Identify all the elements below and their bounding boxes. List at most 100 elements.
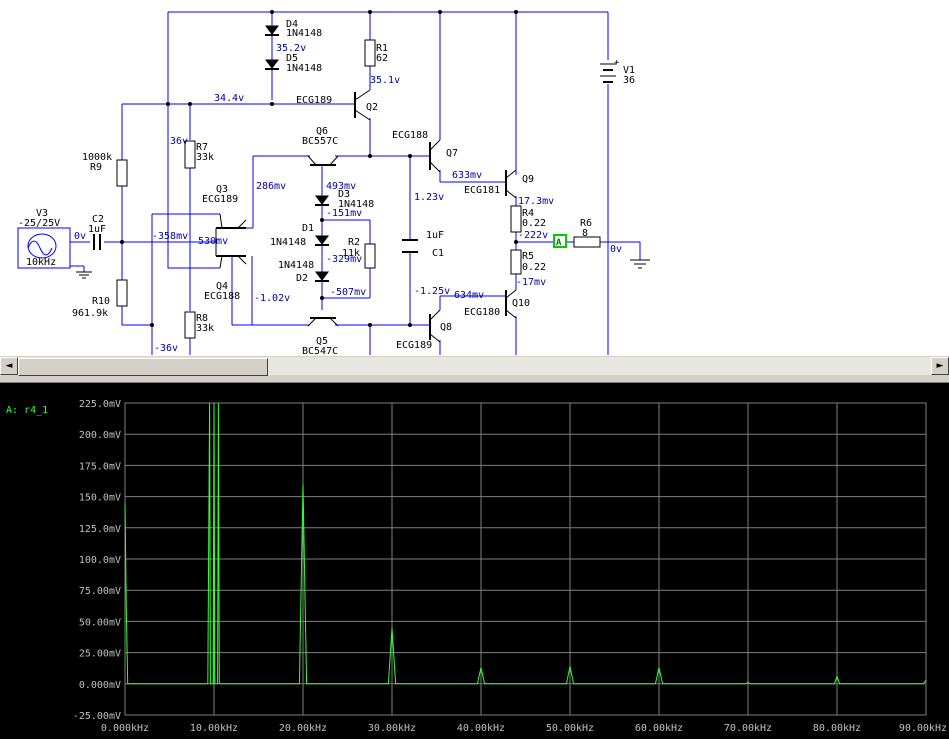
voltage-493mv: 493mv: [326, 181, 356, 192]
label-q2-model: ECG189: [296, 95, 332, 106]
label-d1-model: 1N4148: [270, 237, 306, 248]
label-r4-value: 0.22: [522, 218, 546, 229]
y-tick-label: 225.0mV: [79, 399, 121, 410]
y-tick-label: 75.00mV: [79, 586, 121, 597]
plot-traces: [124, 402, 927, 685]
label-d3-model: 1N4148: [338, 199, 374, 210]
transistor-q10-symbol: [505, 289, 517, 319]
label-c1-value: 1uF: [426, 230, 444, 241]
x-tick-label: 90.00kHz: [899, 723, 947, 734]
voltage-0v-input: 0v: [74, 231, 86, 242]
y-tick-label: 50.00mV: [79, 617, 121, 628]
scroll-right-button[interactable]: ►: [931, 357, 949, 375]
x-tick-label: 60.00kHz: [635, 723, 683, 734]
label-q3-model: ECG189: [202, 194, 238, 205]
transistor-q2-symbol: [354, 89, 371, 121]
transistor-q7-symbol: [429, 139, 441, 173]
diode-d5-symbol: [265, 59, 279, 70]
transistor-q8-symbol: [429, 309, 441, 343]
label-c2-name: C2: [92, 214, 104, 225]
label-r5-value: 0.22: [522, 262, 546, 273]
label-d5-model: 1N4148: [286, 63, 322, 74]
diode-d1-symbol: [315, 235, 329, 246]
x-tick-label: 40.00kHz: [457, 723, 505, 734]
label-r10-name: R10: [92, 296, 110, 307]
voltage-286mv: 286mv: [256, 181, 286, 192]
label-r6-name: R6: [580, 218, 592, 229]
label-c1-name: C1: [432, 248, 444, 259]
voltage-neg1-02: -1.02v: [254, 293, 290, 304]
scrollbar-thumb[interactable]: [18, 358, 268, 376]
y-axis-tick-labels: 225.0mV200.0mV175.0mV150.0mV125.0mV100.0…: [73, 399, 121, 722]
resistor-r4-symbol: [510, 205, 522, 233]
circuit-components: [17, 10, 650, 343]
x-tick-label: 20.00kHz: [279, 723, 327, 734]
voltage-neg17mv: -17mv: [516, 277, 546, 288]
voltage-633mv: 633mv: [452, 170, 482, 181]
label-r1-value: 62: [376, 53, 388, 64]
x-tick-label: 10.00kHz: [190, 723, 238, 734]
plot-grid: [124, 402, 927, 716]
label-c2-value: 1uF: [88, 224, 106, 235]
label-v1-plus: +: [614, 58, 620, 68]
schematic-canvas[interactable]: D4 1N4148 35.2v D5 1N4148 R1 62 35.1v + …: [0, 0, 949, 355]
voltage-0v-output: 0v: [610, 244, 622, 255]
x-tick-label: 80.00kHz: [813, 723, 861, 734]
label-q4-model: ECG188: [204, 291, 240, 302]
left-arrow-icon: ◄: [5, 361, 13, 371]
voltage-35-1: 35.1v: [370, 75, 400, 86]
label-r4-name: R4: [522, 208, 534, 219]
label-r8-value: 33k: [196, 323, 214, 334]
label-r2-name: R2: [348, 237, 360, 248]
probe-a-marker[interactable]: [553, 234, 567, 248]
label-q6-model: BC557C: [302, 136, 338, 147]
right-arrow-icon: ►: [936, 361, 944, 371]
resistor-r6-symbol: [573, 236, 601, 248]
label-r7-value: 33k: [196, 152, 214, 163]
transistor-q9-symbol: [505, 169, 517, 199]
label-d3-name: D3: [338, 189, 350, 200]
label-v1-value: 36: [623, 75, 635, 86]
transistor-q6-symbol: [307, 155, 339, 166]
y-tick-label: 150.0mV: [79, 493, 121, 504]
label-d4-name: D4: [286, 19, 298, 30]
scrollbar-track[interactable]: [18, 357, 931, 376]
label-d5-name: D5: [286, 53, 298, 64]
resistor-r7-symbol: [184, 140, 196, 169]
y-tick-label: 175.0mV: [79, 461, 121, 472]
transistor-q3-symbol: [216, 213, 247, 229]
resistor-r2-symbol: [364, 243, 376, 269]
label-q10-name: Q10: [512, 298, 530, 309]
horizontal-scrollbar[interactable]: ◄ ►: [0, 355, 949, 377]
x-tick-label: 50.00kHz: [546, 723, 594, 734]
label-q4-name: Q4: [216, 281, 228, 292]
voltage-17-3mv: 17.3mv: [518, 196, 554, 207]
y-tick-label: 0.000mV: [79, 680, 121, 691]
label-v1-name: V1: [623, 65, 635, 76]
resistor-r5-symbol: [510, 249, 522, 275]
pane-splitter[interactable]: [0, 377, 949, 383]
voltage-neg222v: -222v: [518, 230, 548, 241]
label-r7-name: R7: [196, 142, 208, 153]
label-q3-name: Q3: [216, 184, 228, 195]
ground-symbol-input: [70, 265, 92, 279]
transistor-q4-symbol: [216, 255, 247, 269]
transistor-q5-symbol: [307, 317, 339, 327]
circuit-wires: [70, 11, 641, 355]
scroll-left-button[interactable]: ◄: [0, 357, 18, 375]
voltage-neg151mv: -151mv: [326, 208, 362, 219]
resistor-r8-symbol: [184, 311, 196, 339]
label-r1-name: R1: [376, 43, 388, 54]
label-r5-name: R5: [522, 251, 534, 262]
label-q5-name: Q5: [316, 336, 328, 347]
label-v3-frequency: 10kHz: [26, 257, 56, 268]
label-q8-name: Q8: [440, 322, 452, 333]
x-tick-label: 70.00kHz: [724, 723, 772, 734]
label-r8-name: R8: [196, 313, 208, 324]
voltage-36: 36v: [170, 136, 188, 147]
diode-d4-symbol: [265, 25, 279, 36]
y-tick-label: 200.0mV: [79, 430, 121, 441]
label-d2-model: 1N4148: [278, 260, 314, 271]
label-q2-name: Q2: [366, 102, 378, 113]
